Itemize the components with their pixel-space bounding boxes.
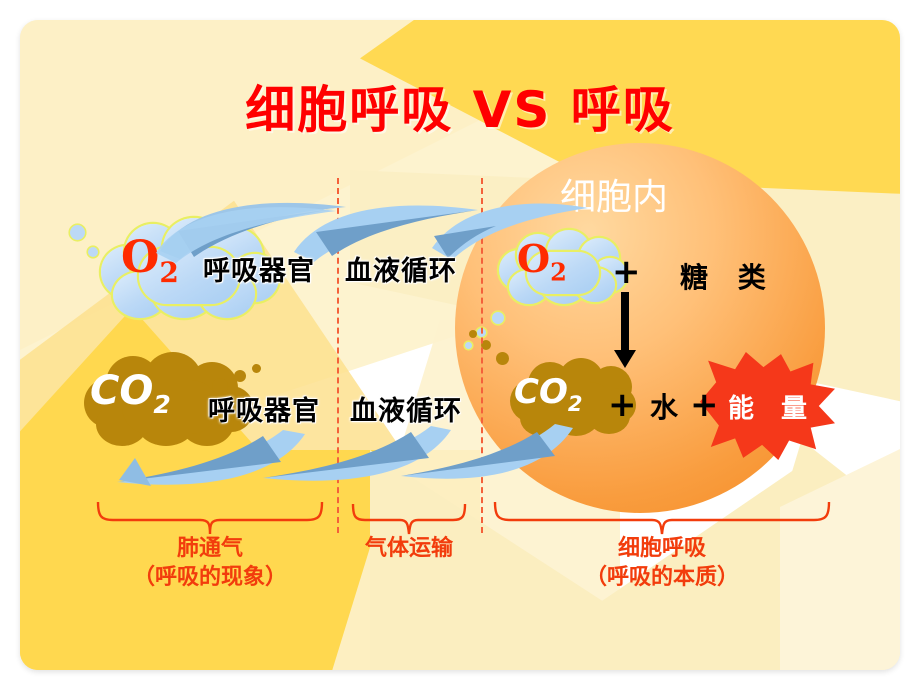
brace-section-1 [96, 501, 324, 535]
co2-cloud-outside: CO2 [82, 352, 262, 448]
co2-subscript: 2 [153, 390, 171, 419]
o2-bubble-small-2 [88, 247, 98, 257]
o2-cloud-outside: O2 [95, 218, 285, 318]
o2-cloud-inside: O2 [497, 230, 627, 306]
section-caption-1-sub: （呼吸的现象） [132, 565, 287, 590]
pathway-top-label-2: 血液循环 [345, 256, 457, 287]
pathway-bottom-label-2: 血液循环 [350, 396, 462, 427]
co2-bubble-1 [212, 378, 228, 394]
o2-label-inside: O2 [517, 236, 567, 287]
arrow-top-segment-1 [156, 202, 346, 263]
o2-formula: O [121, 232, 160, 283]
co2-label-inside: CO2 [514, 372, 582, 416]
o2-inside-bubble-1 [492, 312, 504, 324]
o2-inside-bubble-3 [465, 342, 472, 349]
co2-bubble-3 [252, 364, 261, 373]
pathway-top-label-1: 呼吸器官 [203, 256, 315, 287]
arrow-bottom-segment-2 [263, 426, 451, 481]
co2-cloud-inside: CO2 [508, 358, 636, 438]
reaction-arrow-icon [614, 292, 636, 368]
reaction-reactant-sugar: 糖 类 [680, 261, 776, 294]
section-caption-2-name: 气体运输 [364, 536, 453, 561]
brace-section-3 [493, 501, 831, 535]
o2-label-outside: O2 [121, 232, 179, 289]
reaction-product-water: 水 [650, 391, 679, 424]
energy-starburst-icon [700, 352, 835, 460]
section-divider-1 [337, 178, 339, 533]
arrow-bottom-segment-1 [117, 430, 305, 486]
brace-section-2 [351, 503, 467, 535]
reaction-product-energy: 能 量 [727, 393, 817, 424]
page-title: 细胞呼吸 VS 呼吸 [245, 81, 675, 139]
o2-subscript: 2 [550, 257, 567, 287]
co2-inside-bubble-3 [469, 330, 477, 338]
co2-label-outside: CO2 [90, 368, 171, 419]
arrow-top-segment-3 [432, 203, 588, 260]
section-caption-3-sub: （呼吸的本质） [584, 565, 739, 590]
section-divider-2 [481, 178, 483, 533]
co2-formula: CO [514, 372, 568, 412]
section-caption-1: 肺通气 （呼吸的现象） [95, 534, 325, 592]
section-caption-3: 细胞呼吸 （呼吸的本质） [492, 534, 832, 592]
o2-bubble-small-1 [70, 225, 85, 240]
o2-subscript: 2 [159, 255, 179, 289]
co2-subscript: 2 [567, 391, 583, 416]
arrow-top-segment-2 [294, 205, 478, 262]
arrow-bottom-segment-3 [401, 424, 573, 479]
co2-inside-bubble-2 [481, 340, 491, 350]
section-caption-1-name: 肺通气 [176, 536, 243, 561]
co2-inside-bubble-1 [496, 352, 509, 365]
pathway-bottom-label-1: 呼吸器官 [208, 396, 320, 427]
section-caption-3-name: 细胞呼吸 [617, 536, 706, 561]
reaction-plus-2: + [608, 385, 637, 425]
co2-formula: CO [90, 368, 154, 414]
reaction-plus-1: + [612, 252, 641, 292]
reaction-plus-3: + [690, 385, 719, 425]
co2-bubble-2 [234, 370, 246, 382]
cell-label: 细胞内 [560, 177, 669, 218]
o2-formula: O [517, 236, 551, 281]
section-caption-2: 气体运输 [350, 534, 468, 563]
